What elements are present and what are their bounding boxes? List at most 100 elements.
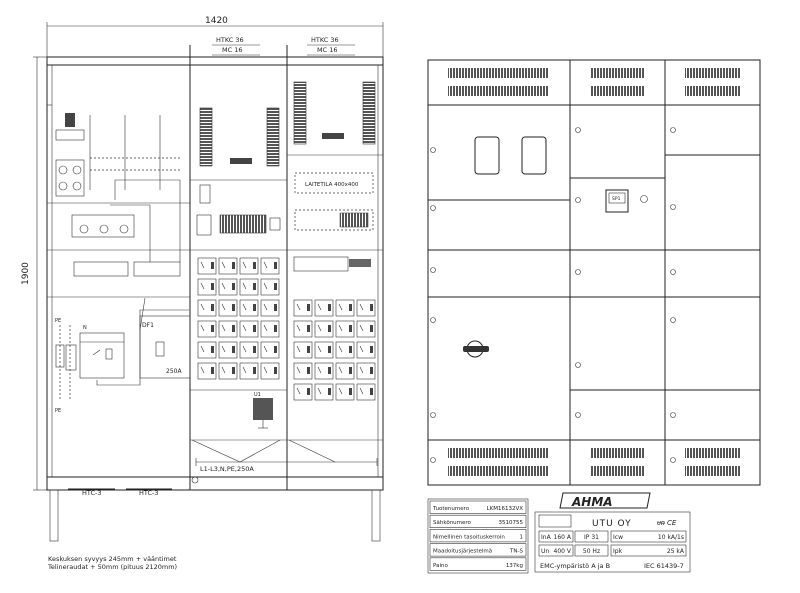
circuit-breaker — [218, 341, 238, 359]
lock-icon[interactable] — [670, 204, 676, 210]
note-depth: Keskuksen syvyys 245mm + vääntimet — [48, 555, 177, 563]
lock-icon[interactable] — [430, 317, 436, 323]
stand-leg — [371, 489, 381, 542]
device-space — [294, 172, 374, 194]
lock-icon[interactable] — [430, 205, 436, 211]
lock-icon[interactable] — [575, 362, 581, 368]
circuit-breaker — [293, 341, 313, 359]
row-value: LKM16132VX — [487, 506, 524, 512]
circuit-breaker — [293, 320, 313, 338]
lock-icon[interactable] — [670, 317, 676, 323]
meter-label: SP1 — [612, 196, 621, 202]
lock-icon[interactable] — [670, 412, 676, 418]
df1-label: DF1 — [142, 322, 154, 329]
lock-icon[interactable] — [575, 127, 581, 133]
lock-icon[interactable] — [575, 197, 581, 203]
door-locks — [430, 127, 676, 463]
row-label: Paino — [433, 563, 448, 569]
circuit-breaker — [239, 362, 259, 380]
vent-grille — [293, 81, 307, 145]
circuit-breaker — [293, 299, 313, 317]
top-label-2: HTKC 36 — [311, 36, 339, 44]
circuit-breaker — [218, 299, 238, 317]
terminal-block — [73, 261, 129, 277]
indicator-lamp — [640, 195, 648, 203]
lock-icon[interactable] — [430, 457, 436, 463]
circuit-breaker — [335, 383, 355, 401]
bottom-label-1: HTC-3 — [82, 489, 102, 497]
fuse — [55, 344, 65, 368]
lock-icon[interactable] — [575, 269, 581, 275]
lock-icon[interactable] — [670, 457, 676, 463]
circuit-breaker — [197, 278, 217, 296]
circuit-breaker — [239, 299, 259, 317]
manufacturer: UTU OY — [592, 519, 632, 529]
row-value: 1 — [520, 534, 524, 540]
circuit-breaker — [260, 257, 280, 275]
main-switch — [79, 332, 125, 379]
width-dimension: 1420 — [205, 16, 228, 26]
circuit-breaker — [197, 341, 217, 359]
vent-grille — [266, 107, 280, 167]
emc-text: EMC-ympäristö A ja B — [540, 562, 610, 570]
cabinet-frame — [46, 56, 384, 491]
row-label: Nimellinen tasoituskerroin — [433, 534, 505, 540]
rating-value: IP 31 — [584, 534, 599, 541]
top-label-1: HTKC 36 — [216, 36, 244, 44]
meter-window — [474, 136, 500, 175]
terminal-strip — [219, 214, 267, 234]
bottom-label-2: HTC-3 — [139, 489, 159, 497]
circuit-breaker — [197, 362, 217, 380]
stand-leg — [49, 489, 59, 542]
circuit-breaker — [239, 341, 259, 359]
fuse-base — [55, 159, 85, 197]
lock-icon[interactable] — [670, 269, 676, 275]
breaker-df1 — [139, 315, 191, 379]
brand-logo — [559, 492, 651, 509]
pe-label-bottom: PE — [55, 408, 61, 414]
breaker-group — [293, 299, 376, 401]
fuse — [65, 344, 77, 371]
n-label: N — [83, 325, 87, 331]
circuit-breaker — [218, 257, 238, 275]
circuit-breaker — [356, 341, 376, 359]
product-table-row: Nimellinen tasoituskerroin 1 — [429, 529, 527, 543]
circuit-breaker — [260, 299, 280, 317]
circuit-breaker — [314, 299, 334, 317]
vent-grille — [362, 81, 376, 145]
circuit-breaker — [356, 383, 376, 401]
row-value: 137kg — [506, 563, 523, 569]
fuse-switch — [71, 214, 135, 238]
terminal — [196, 214, 212, 236]
circuit-breaker — [218, 278, 238, 296]
rating-label: Ipk — [613, 548, 623, 555]
terminal-block — [133, 261, 181, 277]
rating-value: 160 A — [554, 534, 572, 541]
meter-window — [521, 136, 547, 175]
note-stand: Telineraudat + 50mm (pituus 2120mm) — [47, 563, 177, 571]
pe-bar — [230, 158, 252, 164]
lock-icon[interactable] — [670, 127, 676, 133]
circuit-breaker — [260, 341, 280, 359]
circuit-breaker — [239, 257, 259, 275]
circuit-breaker — [239, 320, 259, 338]
circuit-breaker — [260, 362, 280, 380]
rcd-group — [293, 256, 349, 272]
rating-value: 400 V — [554, 548, 572, 555]
circuit-breaker — [335, 362, 355, 380]
lock-icon[interactable] — [430, 147, 436, 153]
lock-icon[interactable] — [430, 267, 436, 273]
circuit-breaker — [314, 383, 334, 401]
rating-label: InA — [541, 534, 552, 541]
lock-icon[interactable] — [575, 412, 581, 418]
lock-icon[interactable] — [430, 412, 436, 418]
circuit-breaker — [260, 320, 280, 338]
